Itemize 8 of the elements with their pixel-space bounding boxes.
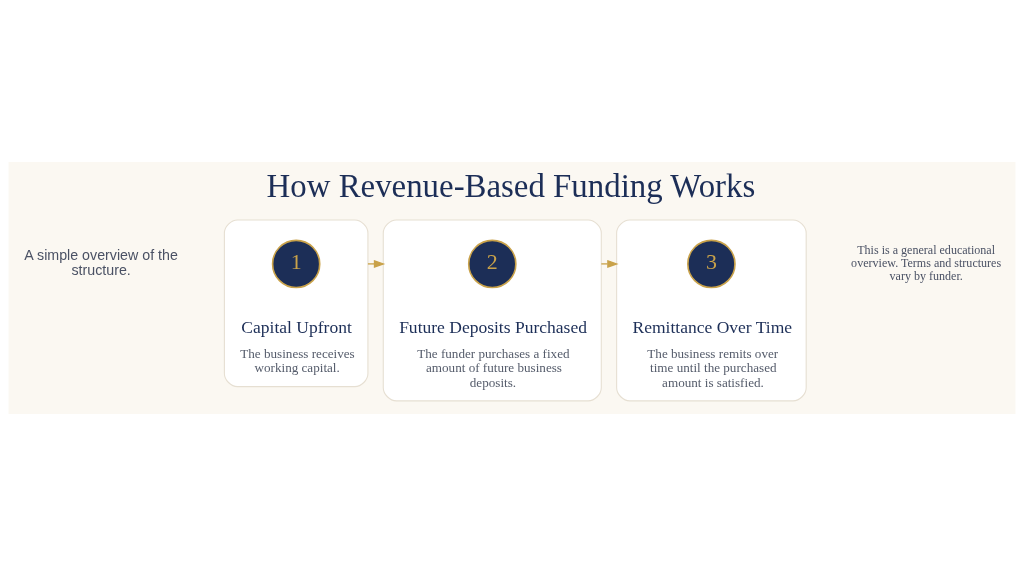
node-circle: 2 bbox=[467, 239, 517, 289]
diagram-title: How Revenue-Based Funding Works bbox=[266, 168, 756, 205]
node-circle: 1 bbox=[271, 239, 321, 289]
label: A simple overview of the structure. bbox=[24, 246, 178, 279]
arrow bbox=[600, 259, 619, 268]
label: This is a general educational overview. Terms and structures vary by funder. bbox=[851, 242, 1002, 284]
arrow bbox=[367, 259, 386, 268]
node-circle: 3 bbox=[687, 239, 736, 289]
